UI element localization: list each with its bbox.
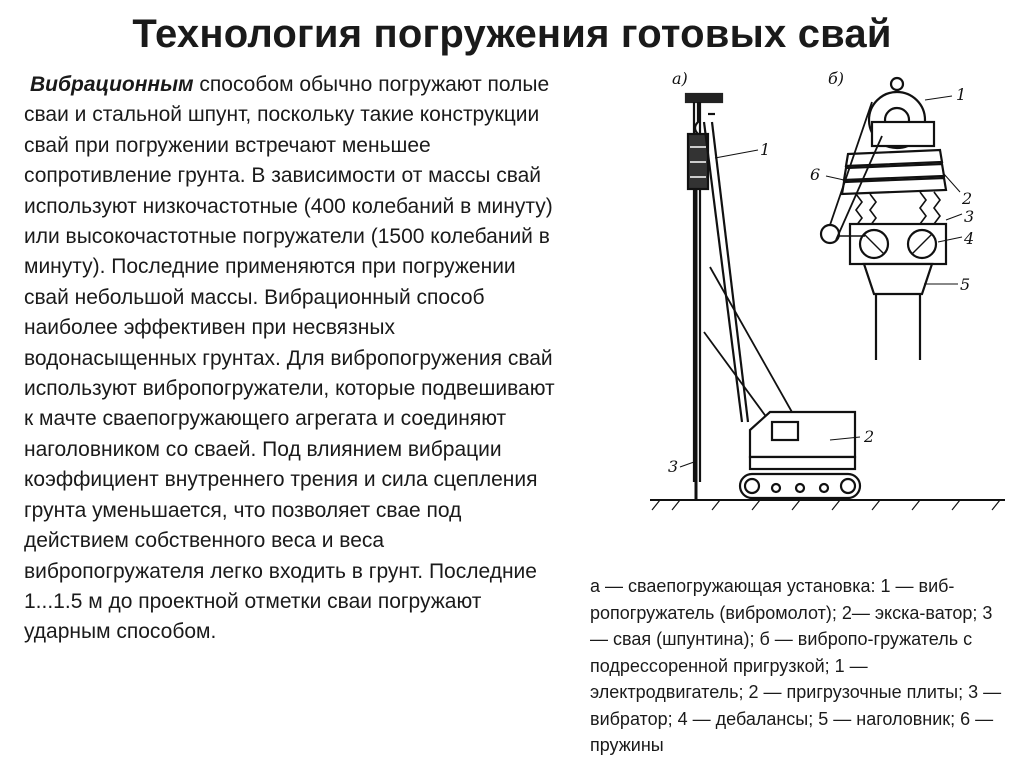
figure-label-b: б) <box>828 69 844 88</box>
figure-label-a: а) <box>672 69 688 88</box>
figure-a-rig <box>650 92 1005 511</box>
callout-a-3: 3 <box>668 457 678 476</box>
slide-title: Технология погружения готовых свай <box>132 12 892 56</box>
callout-b-6: 6 <box>810 165 820 184</box>
body-text: Вибрационным способом обычно погружают п… <box>24 70 564 648</box>
callout-b-5: 5 <box>960 275 970 294</box>
callout-a-1: 1 <box>760 140 770 159</box>
callout-b-1: 1 <box>956 85 966 104</box>
body-paragraph: способом обычно погружают полые сваи и с… <box>24 73 555 644</box>
figure-caption: а — сваепогружающая установка: 1 — виб-р… <box>590 576 1002 755</box>
callout-b-2: 2 <box>961 189 972 208</box>
callout-a-2: 2 <box>863 427 874 446</box>
body-lead-term: Вибрационным <box>30 73 194 96</box>
callout-b-3: 3 <box>964 207 974 226</box>
callout-b-4: 4 <box>963 229 974 248</box>
pile-driver-diagram: а) 1 2 3 <box>650 69 1005 511</box>
figure-b-vibro-driver <box>819 76 963 360</box>
technical-figure: а) 1 2 3 <box>620 62 1020 532</box>
